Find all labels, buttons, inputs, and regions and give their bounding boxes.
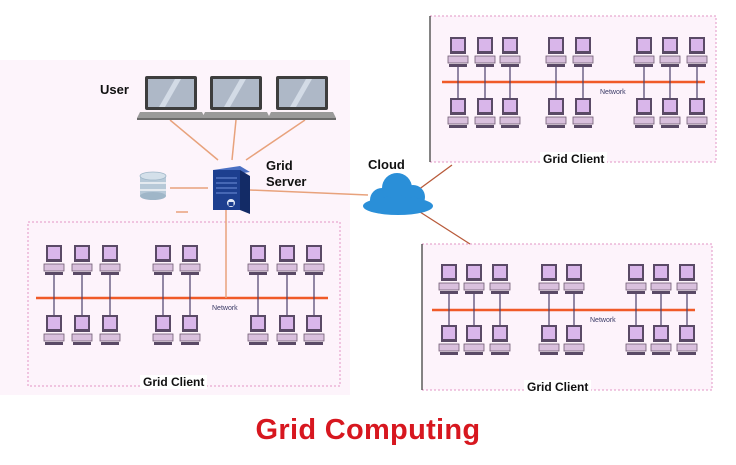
- network-label-top-right: Network: [600, 89, 626, 96]
- user-laptops: [137, 76, 336, 120]
- grid-client-label-left: Grid Client: [140, 375, 208, 389]
- client-computer-icon: [572, 98, 594, 128]
- client-computer-icon: [625, 264, 647, 294]
- laptop-icon: [268, 76, 336, 120]
- connector-cloud-bottom-right: [419, 211, 471, 245]
- grid-server-label: Grid Server: [266, 158, 306, 190]
- connector-cloud-top-right: [417, 164, 453, 191]
- client-computer-icon: [43, 315, 65, 345]
- client-computer-icon: [489, 325, 511, 355]
- client-computer-icon: [463, 264, 485, 294]
- client-computers: [43, 37, 708, 355]
- client-computer-icon: [489, 264, 511, 294]
- client-computer-icon: [538, 325, 560, 355]
- client-computer-icon: [625, 325, 647, 355]
- client-computer-icon: [650, 264, 672, 294]
- client-computer-icon: [499, 98, 521, 128]
- page-title: Grid Computing: [255, 414, 481, 446]
- client-computer-icon: [499, 37, 521, 67]
- client-computer-icon: [276, 315, 298, 345]
- grid-server-label-line1: Grid: [266, 158, 293, 173]
- client-computer-icon: [71, 315, 93, 345]
- client-computer-icon: [538, 264, 560, 294]
- client-computer-icon: [474, 98, 496, 128]
- cloud-icon: [363, 173, 433, 215]
- client-computer-icon: [303, 245, 325, 275]
- client-computer-icon: [650, 325, 672, 355]
- laptop-icon: [137, 76, 205, 120]
- client-computer-icon: [563, 264, 585, 294]
- client-computer-icon: [179, 245, 201, 275]
- client-computer-icon: [152, 315, 174, 345]
- client-computer-icon: [43, 245, 65, 275]
- grid-client-label-top-right: Grid Client: [540, 152, 608, 166]
- client-computer-icon: [99, 245, 121, 275]
- grid-client-label-bottom-right: Grid Client: [524, 380, 592, 394]
- client-computer-icon: [633, 98, 655, 128]
- client-computer-icon: [276, 245, 298, 275]
- client-computer-icon: [303, 315, 325, 345]
- client-computer-icon: [572, 37, 594, 67]
- client-computer-icon: [676, 325, 698, 355]
- client-computer-icon: [463, 325, 485, 355]
- client-computer-icon: [545, 37, 567, 67]
- network-labels: Network Network Network: [212, 89, 626, 324]
- client-computer-icon: [563, 325, 585, 355]
- client-computer-icon: [474, 37, 496, 67]
- client-computer-icon: [247, 245, 269, 275]
- client-computer-icon: [71, 245, 93, 275]
- network-label-left: Network: [212, 305, 238, 312]
- client-computer-icon: [179, 315, 201, 345]
- grid-server-label-line2: Server: [266, 174, 307, 189]
- client-computer-icon: [633, 37, 655, 67]
- client-computer-icon: [659, 37, 681, 67]
- client-computer-icon: [247, 315, 269, 345]
- cloud-label: Cloud: [368, 157, 405, 172]
- user-label: User: [100, 82, 129, 97]
- connector-laptop1-server: [169, 119, 219, 161]
- client-computer-icon: [659, 98, 681, 128]
- client-computer-icon: [152, 245, 174, 275]
- network-label-bottom-right: Network: [590, 317, 616, 324]
- client-computer-icon: [438, 325, 460, 355]
- client-computer-icon: [676, 264, 698, 294]
- client-computer-icon: [545, 98, 567, 128]
- grid-server-icon: [213, 166, 250, 214]
- client-computer-icon: [447, 37, 469, 67]
- database-icon: [139, 171, 167, 200]
- client-computer-icon: [99, 315, 121, 345]
- connectors: [169, 119, 471, 298]
- laptop-icon: [202, 76, 270, 120]
- client-computer-icon: [686, 37, 708, 67]
- client-computer-icon: [686, 98, 708, 128]
- connector-laptop3-server: [245, 119, 306, 161]
- connector-server-cloud: [249, 189, 369, 196]
- client-computer-icon: [438, 264, 460, 294]
- connector-laptop2-server: [231, 119, 237, 161]
- client-computer-icon: [447, 98, 469, 128]
